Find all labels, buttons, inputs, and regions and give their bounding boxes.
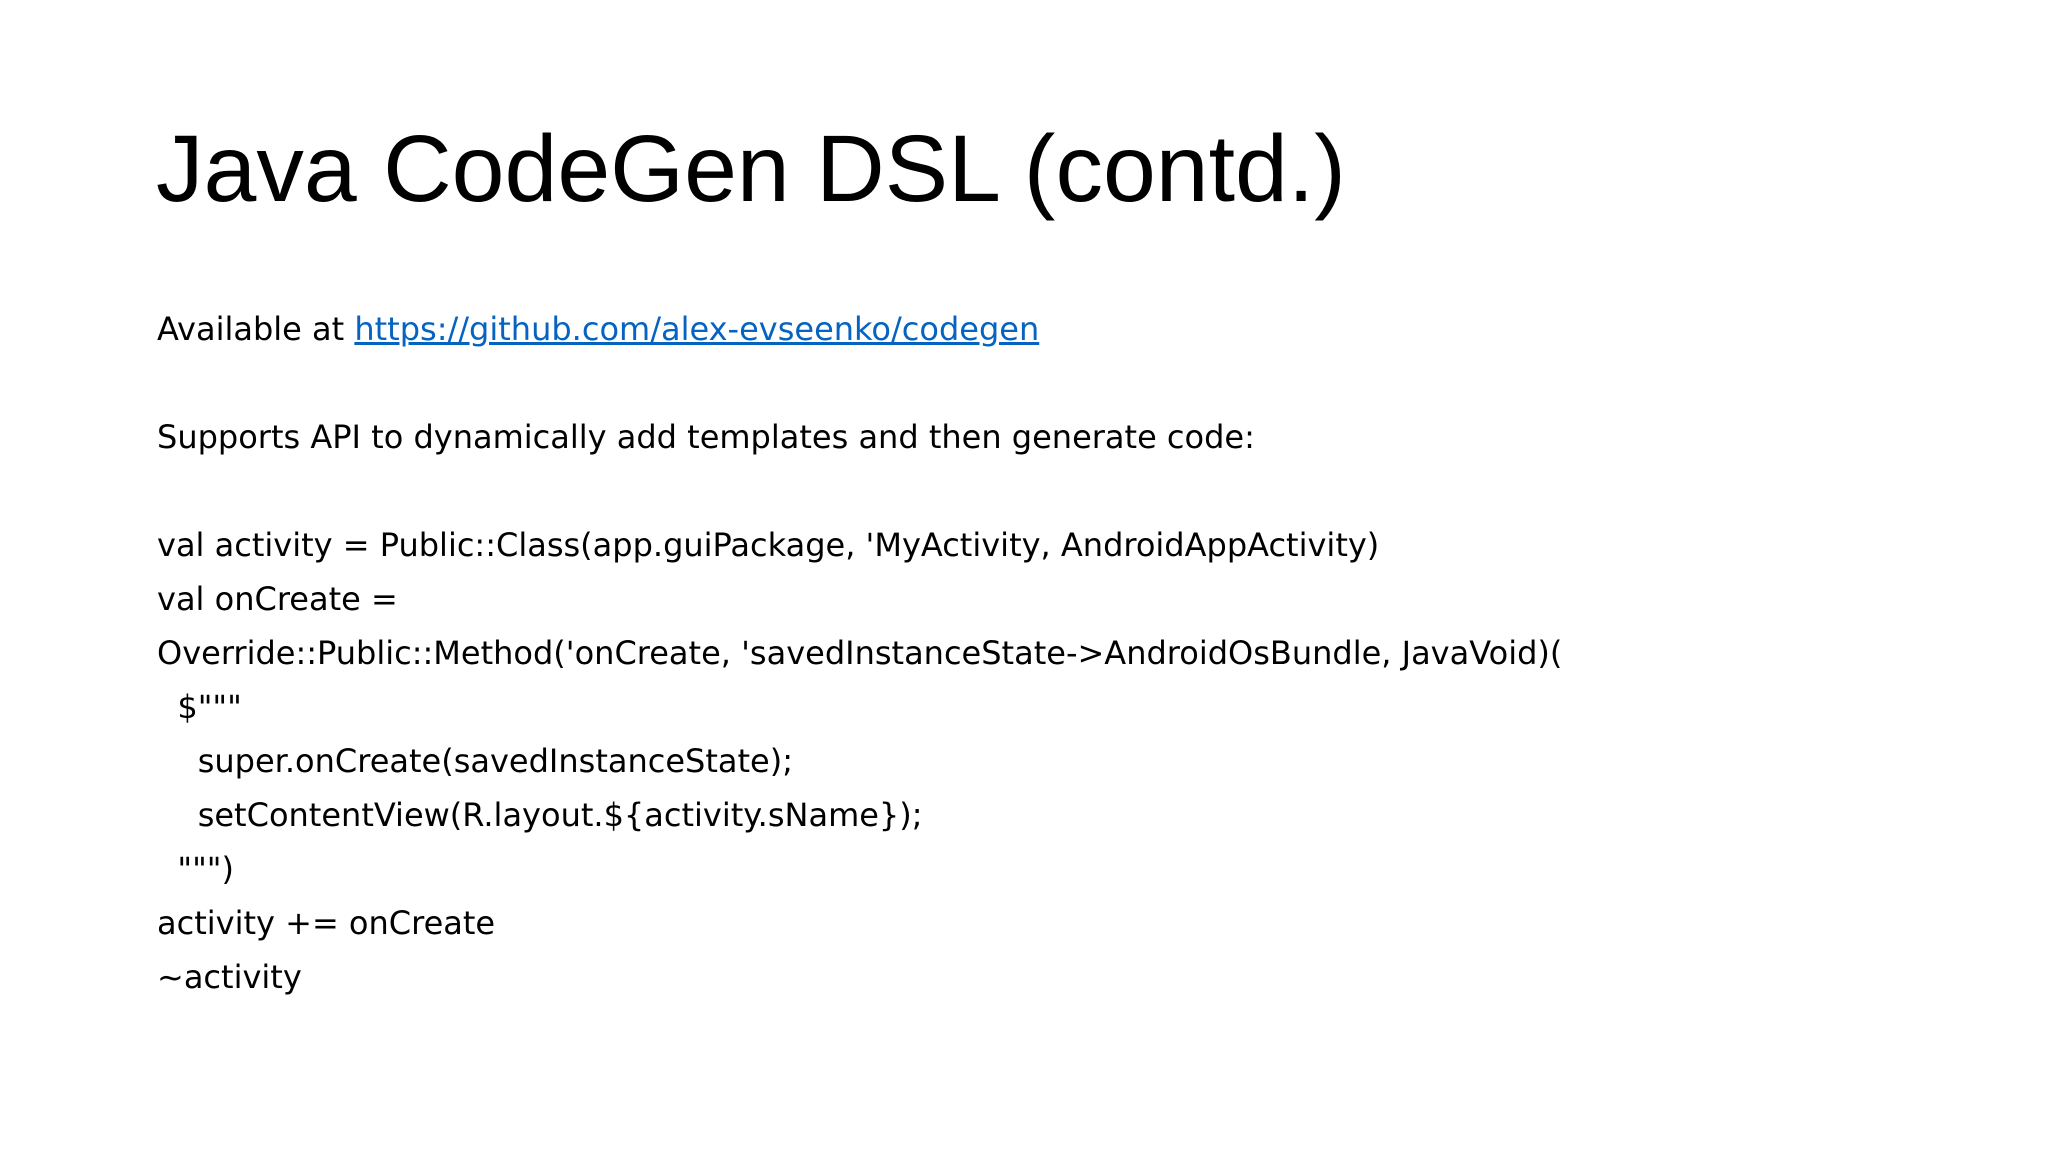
blank-line (157, 356, 1562, 410)
code-line: val activity = Public::Class(app.guiPack… (157, 526, 1380, 564)
code-line: Override::Public::Method('onCreate, 'sav… (157, 634, 1563, 672)
code-line: ~activity (157, 958, 302, 996)
slide-body: Available at https://github.com/alex-evs… (157, 302, 1562, 1004)
code-line: val onCreate = (157, 580, 398, 618)
code-line: super.onCreate(savedInstanceState); (157, 742, 793, 780)
github-link[interactable]: https://github.com/alex-evseenko/codegen (354, 310, 1040, 348)
code-line: setContentView(R.layout.${activity.sName… (157, 796, 923, 834)
code-line: activity += onCreate (157, 904, 496, 942)
code-line: """) (157, 850, 234, 888)
blank-line (157, 464, 1562, 518)
available-prefix: Available at (157, 310, 355, 348)
available-line: Available at https://github.com/alex-evs… (157, 302, 1562, 356)
code-line: $""" (157, 688, 242, 726)
slide-title: Java CodeGen DSL (contd.) (156, 116, 1346, 222)
supports-line: Supports API to dynamically add template… (157, 418, 1255, 456)
